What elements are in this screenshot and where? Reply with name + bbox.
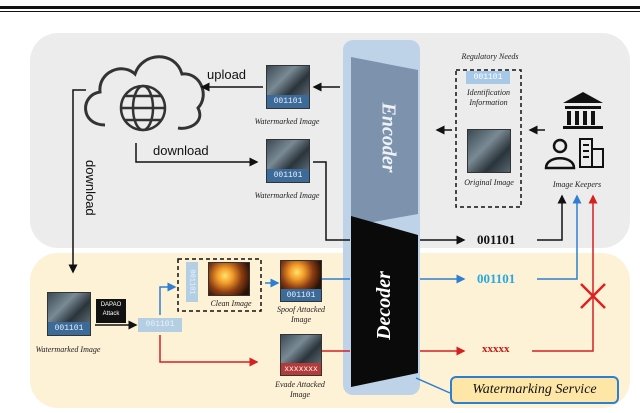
identification-info-label: Identification Information [466, 88, 511, 107]
download-vertical-label: download [83, 160, 98, 216]
building-icon [579, 138, 604, 168]
service-callout-line [415, 377, 451, 394]
spoof-attacked-label: Spoof Attacked Image [276, 305, 326, 324]
attack-badge: DAPAO Attack [96, 299, 126, 323]
watermarked-image-upload: 001101 [266, 65, 310, 109]
clean-box [177, 258, 262, 312]
to-evade-arrow [159, 335, 259, 367]
header-rule [0, 6, 640, 9]
header-rule-thin [0, 11, 640, 12]
upper-panel [30, 33, 630, 248]
decoder-label: Decoder [372, 270, 395, 340]
vertical-code-badge: 001101 [186, 262, 198, 302]
black-to-keepers-arrow [537, 194, 567, 241]
watermarked-image-caption-3: Watermarked Image [35, 345, 101, 354]
encoder-block [351, 57, 418, 226]
image-keepers-label: Image Keepers [552, 180, 602, 189]
upload-label: upload [207, 67, 247, 82]
encoder-label: Encoder [377, 102, 400, 172]
decoder-block [351, 216, 418, 387]
watermarked-image-lower: 001101 [47, 292, 91, 336]
id-code-badge: 001101 [466, 71, 510, 84]
red-to-keepers-arrow [532, 194, 598, 352]
watermarked-image-caption-1: Watermarked Image [254, 117, 320, 126]
clean-image [208, 262, 250, 296]
output-bits-black: 001101 [477, 232, 516, 247]
blue-to-keepers-arrow [537, 194, 582, 280]
watermarking-service-callout: Watermarking Service [450, 376, 619, 404]
watermarked-image-caption-2: Watermarked Image [254, 191, 320, 200]
encoder-label-wrap: Encoder [360, 92, 416, 182]
person-icon [544, 138, 576, 170]
original-image-label: Original Image [464, 178, 514, 187]
original-image [467, 129, 511, 173]
extracted-code-badge: 001101 [138, 318, 182, 332]
download-arrow [135, 143, 259, 167]
wm-to-decoder-line [313, 161, 350, 241]
regulatory-needs-label: Regulatory Needs [461, 52, 519, 61]
download-vertical-arrow [68, 89, 86, 274]
output-bits-blue: 001101 [477, 271, 516, 286]
globe-icon [119, 84, 167, 132]
clean-image-label: Clean Image [210, 299, 252, 308]
decoder-label-wrap: Decoder [356, 255, 412, 355]
download-label: download [153, 143, 209, 158]
regulatory-box [455, 69, 522, 208]
to-clean-arrow [159, 282, 177, 315]
watermarked-image-download: 001101 [266, 139, 310, 183]
evade-attacked-label: Evade Attacked Image [275, 380, 325, 399]
evade-attacked-image: xxxxxxx [280, 334, 322, 376]
institution-icon [563, 92, 603, 129]
output-bits-red: xxxxx [482, 343, 510, 355]
reject-x-icon [580, 283, 606, 309]
spoof-attacked-image: 001101 [280, 260, 322, 302]
cloud-icon [84, 55, 205, 130]
